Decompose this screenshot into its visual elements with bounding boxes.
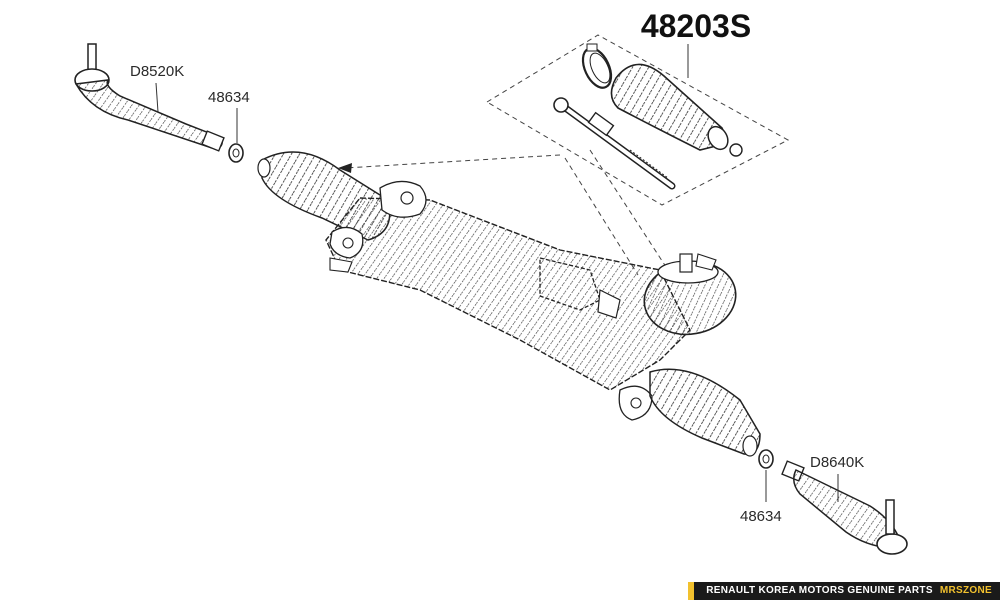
label-nut-left: 48634 xyxy=(208,89,250,106)
bellows-boot xyxy=(610,63,743,157)
footer-banner: RENAULT KOREA MOTORS GENUINE PARTS MRSZO… xyxy=(688,582,1000,600)
kit-link-line xyxy=(564,157,639,276)
inner-tie-rod xyxy=(553,97,676,190)
kit-pointer-line xyxy=(344,154,561,169)
kit-outline-box xyxy=(486,34,790,206)
label-nut-right: 48634 xyxy=(740,508,782,525)
footer-brand: MRSZONE xyxy=(939,585,992,596)
steering-rack-assembly xyxy=(257,151,761,457)
tie-rod-end-right xyxy=(781,460,908,555)
label-tie-rod-end-left: D8520K xyxy=(130,63,184,80)
boot-clamp xyxy=(581,43,613,89)
label-tie-rod-end-right: D8640K xyxy=(810,454,864,471)
kit-number-label: 48203S xyxy=(641,8,751,44)
nut-right xyxy=(758,449,774,469)
leader-tie-rod-end-left xyxy=(155,82,159,113)
tie-rod-end-left xyxy=(74,43,225,152)
kit-pointer-arrow xyxy=(338,163,352,173)
footer-text: RENAULT KOREA MOTORS GENUINE PARTS xyxy=(706,585,933,596)
kit-link-line-2 xyxy=(589,149,669,271)
nut-left xyxy=(228,143,244,163)
